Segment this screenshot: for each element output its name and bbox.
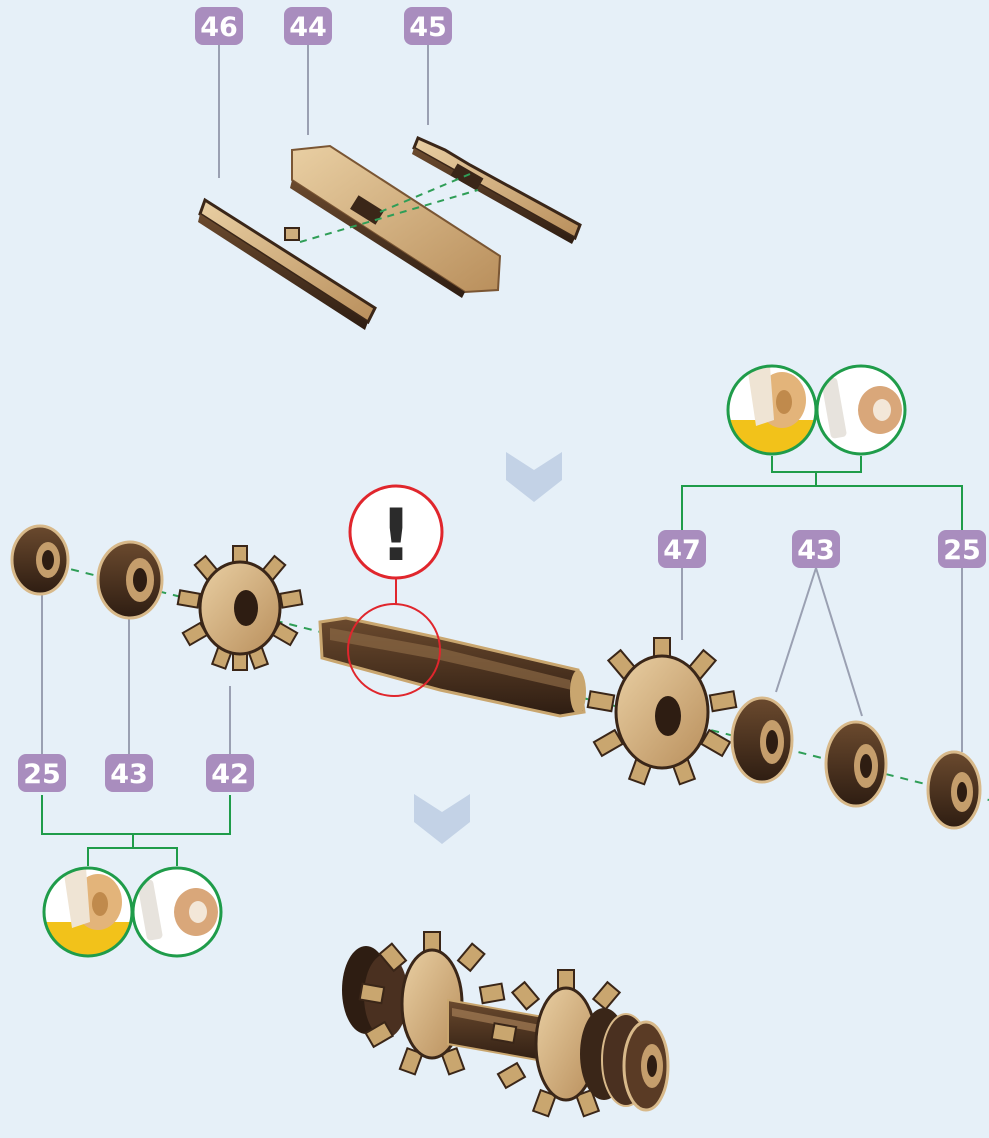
step-1-group: 46 44 45 bbox=[195, 7, 580, 330]
part-42-gear bbox=[178, 546, 303, 670]
assembled-axle bbox=[342, 932, 668, 1116]
leader-line-43 bbox=[776, 568, 816, 692]
svg-text:25: 25 bbox=[23, 759, 61, 790]
part-badge-25: 25 bbox=[18, 754, 66, 792]
part-badge-47: 47 bbox=[658, 530, 706, 568]
part-47-gear bbox=[588, 638, 737, 784]
svg-text:47: 47 bbox=[663, 535, 701, 566]
svg-text:42: 42 bbox=[211, 759, 249, 790]
part-43-spacer bbox=[98, 542, 162, 618]
part-47-shaft bbox=[320, 618, 586, 716]
warning-icon: ! bbox=[350, 486, 442, 604]
part-badge-42: 42 bbox=[206, 754, 254, 792]
step-2-group: ! bbox=[12, 366, 989, 962]
tools-bracket-left bbox=[42, 795, 230, 866]
chevron-down-icon bbox=[506, 452, 562, 502]
leader-line-43 bbox=[816, 568, 862, 716]
svg-text:44: 44 bbox=[289, 12, 327, 43]
part-25-spacer bbox=[928, 752, 980, 828]
part-badge-25: 25 bbox=[938, 530, 986, 568]
part-badge-43: 43 bbox=[105, 754, 153, 792]
chevron-down-icon bbox=[414, 794, 470, 844]
part-badge-43: 43 bbox=[792, 530, 840, 568]
pencil-icon bbox=[817, 366, 905, 454]
svg-text:43: 43 bbox=[110, 759, 148, 790]
part-43-spacer bbox=[732, 698, 792, 782]
part-badge-44: 44 bbox=[284, 7, 332, 45]
pencil-icon bbox=[133, 868, 221, 956]
tools-bracket-right bbox=[682, 456, 962, 530]
glue-icon bbox=[728, 366, 818, 460]
part-43-spacer bbox=[826, 722, 886, 806]
svg-text:46: 46 bbox=[200, 12, 238, 43]
part-badge-46: 46 bbox=[195, 7, 243, 45]
part-badge-45: 45 bbox=[404, 7, 452, 45]
svg-text:45: 45 bbox=[409, 12, 447, 43]
svg-text:43: 43 bbox=[797, 535, 835, 566]
svg-text:25: 25 bbox=[943, 535, 981, 566]
glue-icon bbox=[44, 868, 134, 962]
part-25-spacer bbox=[12, 526, 68, 594]
svg-text:!: ! bbox=[380, 493, 413, 577]
